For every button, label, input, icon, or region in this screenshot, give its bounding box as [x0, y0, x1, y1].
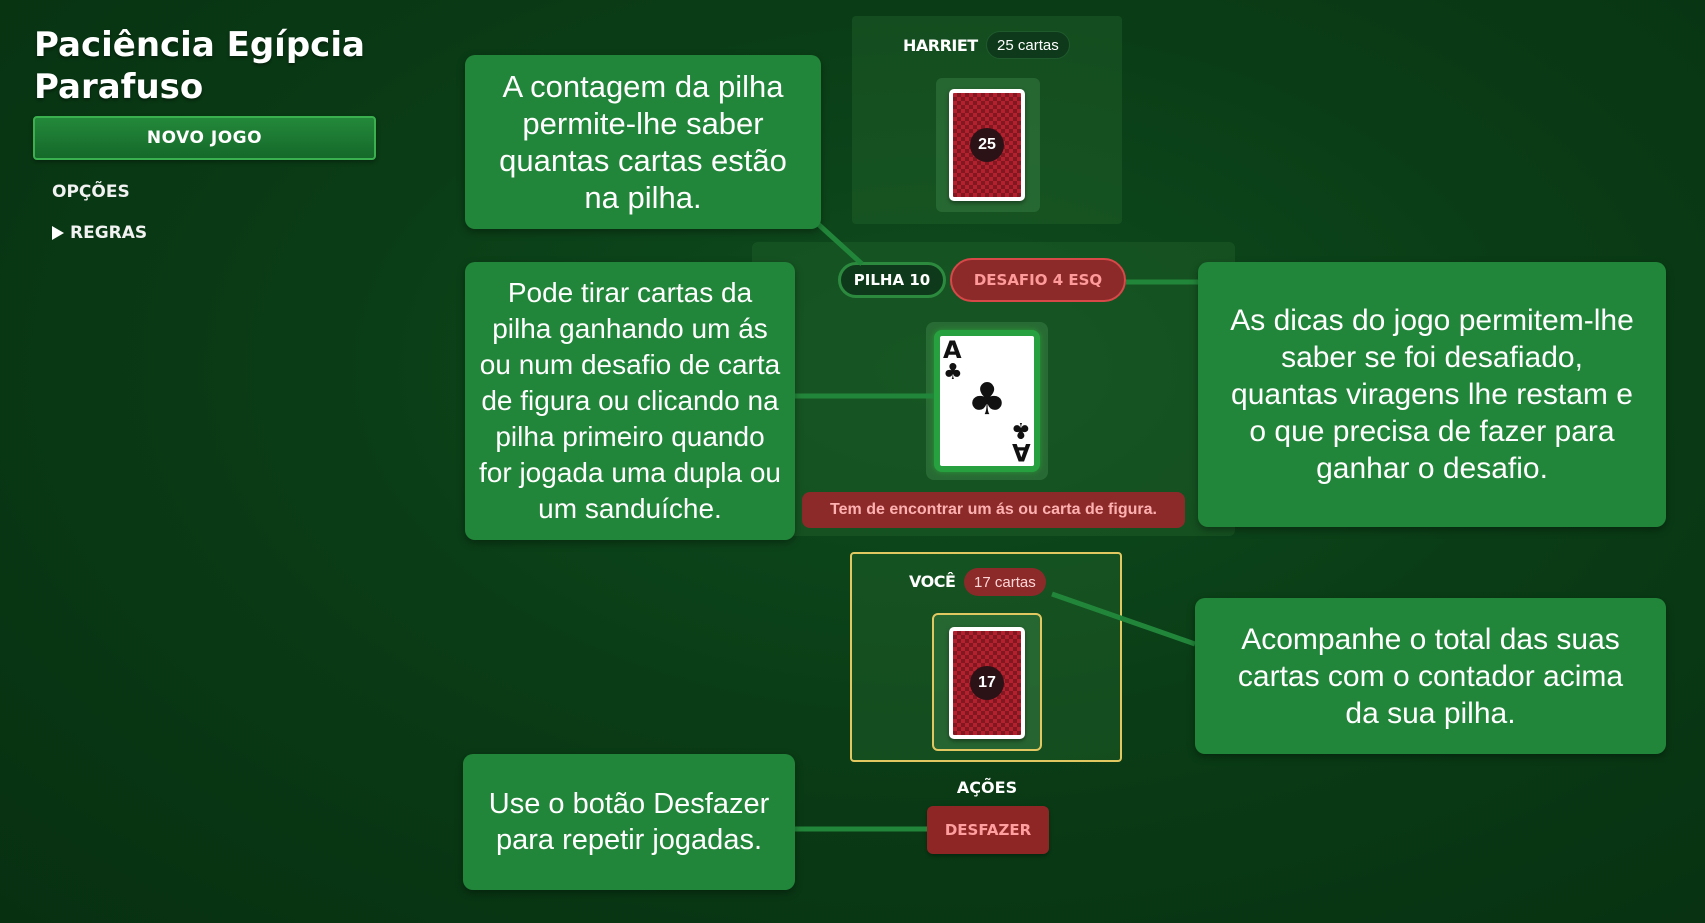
actions-label: AÇÕES [956, 778, 1018, 797]
undo-button[interactable]: DESFAZER [927, 806, 1049, 854]
callout-pile-count: A contagem da pilha permite-lhe saber qu… [465, 55, 821, 229]
rules-menu-item[interactable]: REGRAS [52, 223, 147, 243]
options-label: OPÇÕES [52, 182, 130, 202]
callout-take-cards: Pode tirar cartas da pilha ganhando um á… [465, 262, 795, 540]
challenge-chip: DESAFIO 4 ESQ [950, 258, 1126, 302]
game-hint: Tem de encontrar um ás ou carta de figur… [802, 492, 1185, 528]
player-pile-count: 17 [970, 666, 1004, 700]
player-name: VOCÊ [909, 572, 956, 591]
rules-label: REGRAS [70, 223, 148, 243]
opponent-card-count-badge: 25 cartas [986, 31, 1070, 59]
callout-card-total: Acompanhe o total das suas cartas com o … [1195, 598, 1666, 754]
title-line-1: Paciência Egípcia [34, 25, 365, 65]
pile-count-chip: PILHA 10 [838, 262, 946, 298]
opponent-pile-count: 25 [970, 128, 1004, 162]
player-card-count-badge: 17 cartas [964, 568, 1046, 596]
card-rank-top: A [943, 336, 962, 364]
callout-game-hints: As dicas do jogo permitem-lhe saber se f… [1198, 262, 1666, 527]
player-pile[interactable]: 17 [949, 627, 1025, 739]
card-rank-bottom: A [1012, 438, 1031, 466]
opponent-pile: 25 [949, 89, 1025, 201]
new-game-button[interactable]: NOVO JOGO [33, 116, 376, 160]
callout-undo: Use o botão Desfazer para repetir jogada… [463, 754, 795, 890]
page-title: Paciência Egípcia Parafuso [34, 24, 394, 108]
club-icon: ♣ [1011, 417, 1031, 442]
triangle-right-icon [52, 226, 64, 240]
opponent-name: HARRIET [903, 36, 978, 55]
center-pile-top-card[interactable]: A ♣ ♣ ♣ A [934, 330, 1040, 472]
club-icon: ♣ [967, 374, 1007, 426]
title-line-2: Parafuso [34, 67, 204, 107]
options-menu-item[interactable]: OPÇÕES [52, 182, 130, 202]
club-icon: ♣ [943, 360, 963, 385]
